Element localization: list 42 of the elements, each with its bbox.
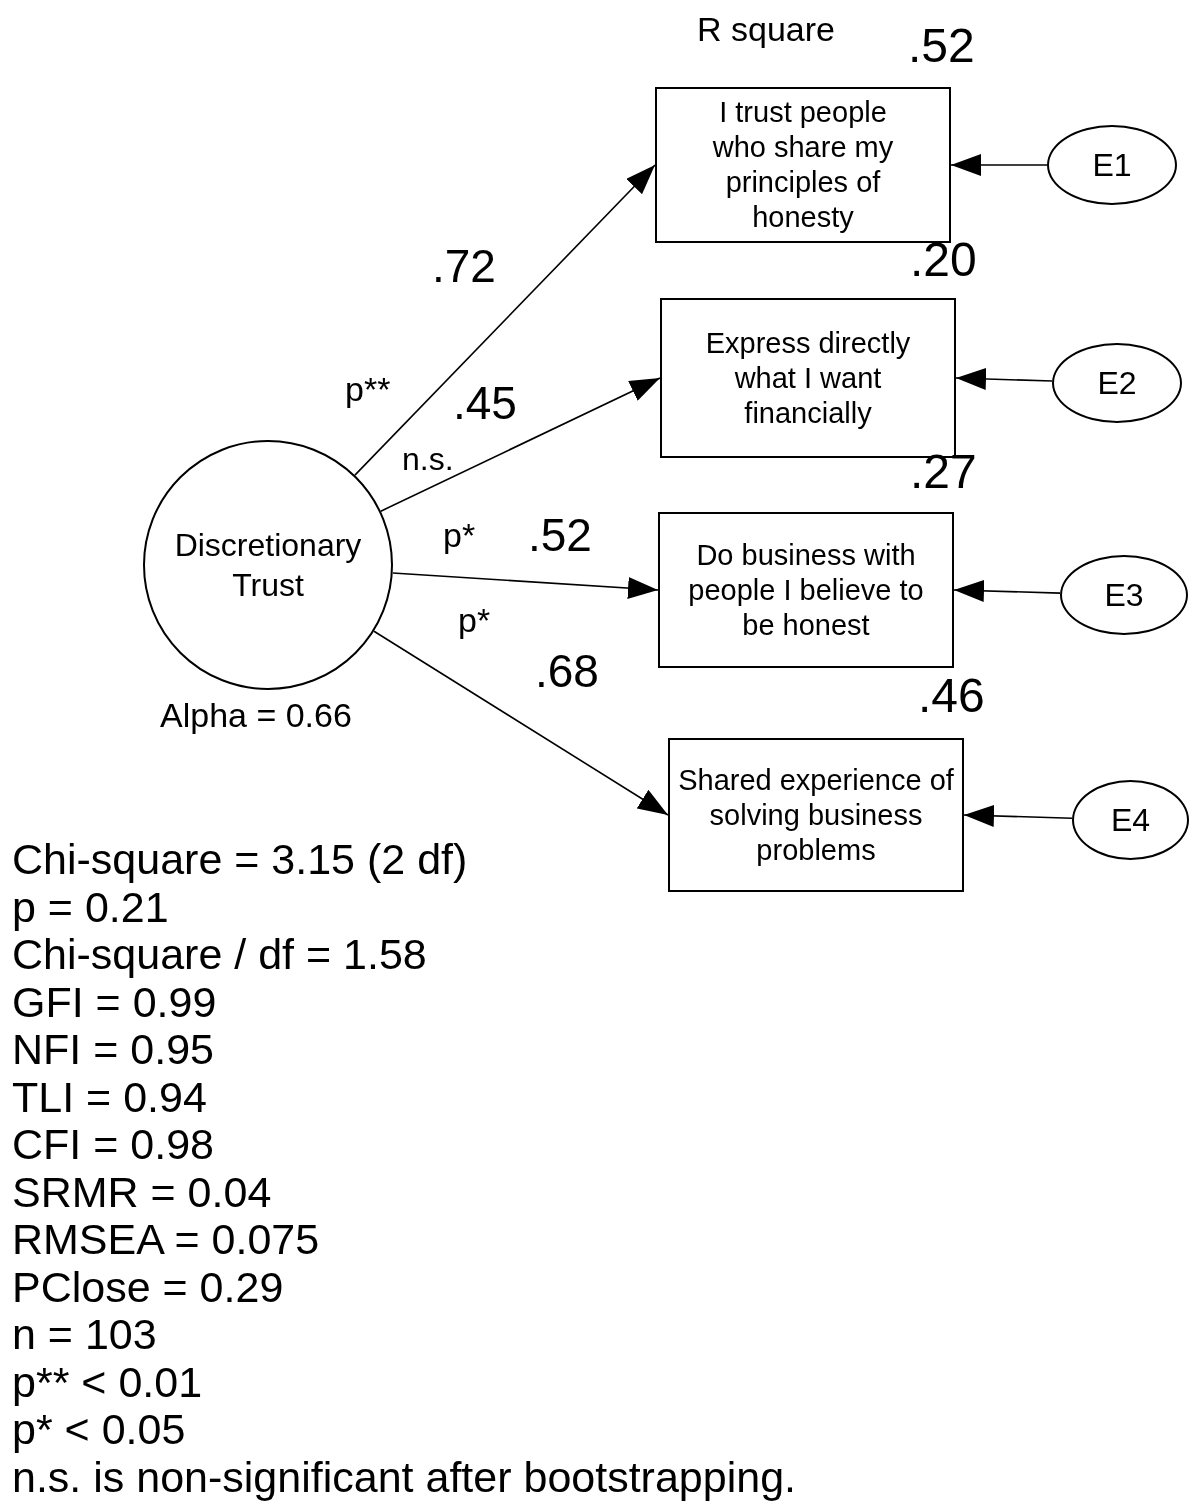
arrow <box>354 164 656 476</box>
node-label: E1 <box>1092 146 1132 185</box>
fit-statistic: p** < 0.01 <box>12 1358 204 1406</box>
node-label: Shared experience of solving business problems <box>677 762 955 868</box>
arrow <box>380 377 661 512</box>
significance-mark: p* <box>443 518 476 552</box>
fit-statistic: RMSEA = 0.075 <box>12 1216 321 1264</box>
r-square-value: .46 <box>918 672 985 720</box>
arrow <box>373 630 669 816</box>
fit-statistic: CFI = 0.98 <box>12 1121 215 1169</box>
indicator-box <box>655 87 951 243</box>
fit-statistic: p* < 0.05 <box>12 1406 187 1454</box>
fit-statistic: TLI = 0.94 <box>12 1073 208 1121</box>
significance-mark: p** <box>345 372 391 406</box>
fit-statistic: NFI = 0.95 <box>12 1026 215 1074</box>
arrow <box>953 579 1061 602</box>
indicator-box <box>658 512 954 668</box>
node-label: E4 <box>1110 801 1151 840</box>
significance-mark: n.s. <box>402 443 454 475</box>
arrow <box>391 572 659 600</box>
node-label: E2 <box>1097 364 1137 403</box>
arrow <box>955 367 1053 390</box>
fit-statistic: p = 0.21 <box>12 883 169 931</box>
fit-statistic: GFI = 0.99 <box>12 978 217 1026</box>
significance-mark: p* <box>458 603 491 637</box>
node-label: E3 <box>1104 576 1144 615</box>
fit-statistic: n = 103 <box>12 1311 158 1359</box>
node-label: Do business with people I believe to be honest <box>687 537 925 643</box>
indicator-box <box>668 738 964 892</box>
r-square-heading: R square <box>697 12 835 46</box>
node-label: I trust people who share my principles of honesty <box>711 95 895 235</box>
fit-statistic: PClose = 0.29 <box>12 1263 285 1311</box>
fit-statistic: SRMR = 0.04 <box>12 1168 273 1216</box>
r-square-value: .52 <box>908 22 975 70</box>
fit-statistic: n.s. is non-significant after bootstrapping. <box>12 1453 796 1501</box>
node-label: Discretionary Trust <box>173 526 363 605</box>
node-label: Express directly what I want financially <box>704 325 912 431</box>
r-square-value: .20 <box>910 236 977 284</box>
arrow <box>963 804 1073 827</box>
fit-statistic: Chi-square / df = 1.58 <box>12 931 428 979</box>
alpha-value: Alpha = 0.66 <box>160 698 352 732</box>
arrow <box>950 154 1048 176</box>
